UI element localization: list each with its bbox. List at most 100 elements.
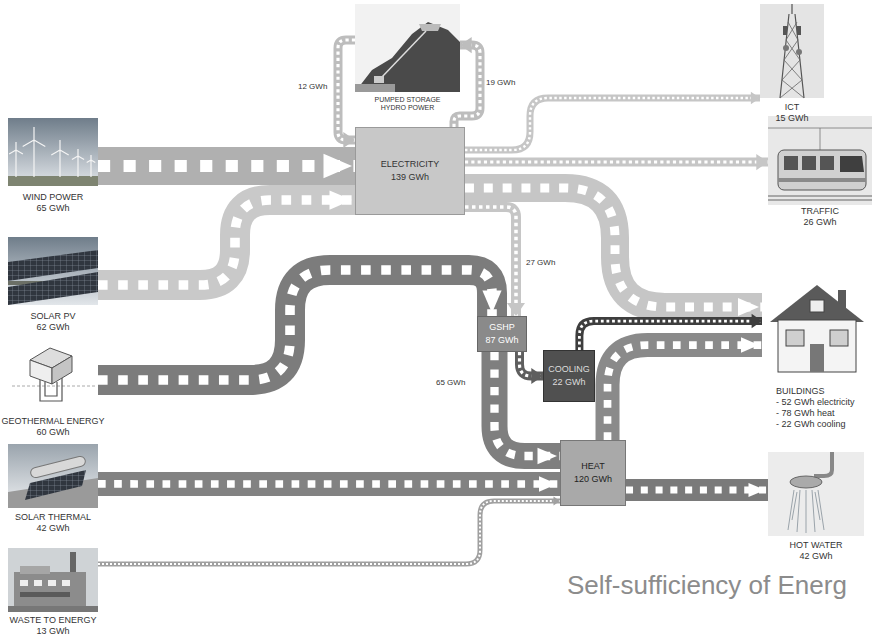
arrow-head xyxy=(749,483,766,497)
house-picture-part xyxy=(778,320,856,372)
node-title: SOLAR PV xyxy=(30,311,75,322)
house-picture-part xyxy=(830,330,848,346)
arrow-head xyxy=(460,37,472,53)
waste-plant-photo-part xyxy=(8,548,98,612)
ict-tower-photo xyxy=(760,4,824,98)
flow-band xyxy=(338,40,355,148)
ict-tower-photo-part xyxy=(780,22,804,98)
pumped-storage-picture xyxy=(355,4,460,92)
flow-band-dashes xyxy=(608,345,762,440)
arrow-head xyxy=(538,448,558,465)
ict-tower-photo-part xyxy=(797,26,801,35)
energy-hub-box: COOLING22 GWh xyxy=(543,350,595,402)
node-value: 120 GWh xyxy=(574,473,612,486)
flow-band xyxy=(98,154,355,178)
geothermal-icon xyxy=(8,338,98,405)
waste-plant-photo xyxy=(8,548,98,612)
arrow-head xyxy=(539,476,557,491)
node-value: 26 GWh xyxy=(803,217,836,228)
wind-photo-part xyxy=(9,127,95,177)
arrow-head xyxy=(752,314,762,328)
node-title: WASTE TO ENERGY xyxy=(10,615,97,626)
source-picture: WIND POWER65 GWh xyxy=(8,118,98,214)
wind-photo-part xyxy=(8,176,98,186)
node-value: 13 GWh xyxy=(36,626,69,637)
geothermal-icon-part xyxy=(12,386,95,387)
house-picture-part xyxy=(770,285,864,322)
shower-photo-part xyxy=(768,452,864,536)
tram-photo-part xyxy=(778,150,866,190)
energy-hub-box: HEAT120 GWh xyxy=(560,440,626,506)
node-value: 60 GWh xyxy=(36,427,69,438)
flow-band-dashes xyxy=(98,480,560,488)
pumped-storage-picture-part xyxy=(374,76,384,83)
flow-band xyxy=(465,92,760,150)
pumped-storage-picture-part xyxy=(355,84,395,92)
flow-band-body xyxy=(98,501,560,564)
waste-plant-photo-part xyxy=(20,580,28,586)
geothermal-icon-part xyxy=(8,338,98,405)
solar-thermal-photo xyxy=(8,444,98,508)
node-value: 15 GWh xyxy=(775,113,808,124)
node-title: WIND POWER xyxy=(23,192,84,203)
node-title: ELECTRICITY xyxy=(381,158,440,171)
ict-tower-photo-part xyxy=(760,4,824,98)
ict-tower-photo-part xyxy=(783,45,789,51)
energy-hub-box: ELECTRICITY139 GWh xyxy=(355,127,465,215)
flow-band xyxy=(98,476,560,491)
flow-band-body xyxy=(98,270,492,380)
pumped-storage-picture-part xyxy=(381,31,426,78)
node-title: SOLAR THERMAL xyxy=(15,512,91,523)
node-title: PUMPED STORAGE HYDRO POWER xyxy=(375,96,441,112)
tram-photo-part xyxy=(784,156,798,170)
storage-picture: PUMPED STORAGE HYDRO POWER xyxy=(355,4,460,112)
node-value: 65 GWh xyxy=(36,203,69,214)
flow-band xyxy=(98,270,502,380)
arrow-head xyxy=(343,132,355,148)
tram-photo-part xyxy=(768,196,872,200)
flow-band-dashes xyxy=(465,98,760,150)
pumped-storage-picture-part xyxy=(355,22,460,92)
tram-photo-part xyxy=(768,116,872,205)
energy-hub-box: GSHP87 GWh xyxy=(477,316,527,352)
house-picture-part xyxy=(810,300,824,312)
flow-band xyxy=(626,483,768,497)
waste-plant-photo-part xyxy=(14,572,86,606)
flow-band-dashes xyxy=(98,160,355,172)
flow-band-body xyxy=(98,147,355,185)
tram-photo xyxy=(768,116,872,205)
geothermal-icon-part xyxy=(40,378,62,401)
node-value: - 52 GWh electricity xyxy=(776,397,855,408)
solar-pv-photo-part xyxy=(8,272,98,305)
tram-photo-part xyxy=(778,178,866,182)
flow-band-body xyxy=(454,45,480,127)
arrow-head xyxy=(751,92,760,105)
node-value: 42 GWh xyxy=(36,523,69,534)
source-picture: SOLAR THERMAL42 GWh xyxy=(8,444,98,534)
wind-photo-part-part xyxy=(87,155,96,177)
wind-photo-part-part xyxy=(72,149,84,177)
source-picture: SOLAR PV62 GWh xyxy=(8,237,98,333)
house-picture-part xyxy=(786,330,804,346)
solar-thermal-photo-part xyxy=(8,444,98,508)
waste-plant-photo-part xyxy=(48,580,56,586)
flow-band-body xyxy=(626,479,768,501)
arrow-head xyxy=(507,303,525,316)
arrow-head xyxy=(482,291,501,314)
wind-photo-part xyxy=(8,118,98,186)
node-value: 87 GWh xyxy=(485,334,518,347)
arrow-head xyxy=(738,298,759,316)
solar-pv-photo-part xyxy=(8,237,98,305)
flow-band-dashes xyxy=(465,160,768,163)
node-title: ICT xyxy=(785,102,800,113)
pumped-storage-picture-part xyxy=(419,24,441,31)
wind-photo-part-part xyxy=(9,142,23,177)
flow-band xyxy=(465,188,762,316)
flow-band-dashes xyxy=(454,45,480,127)
wind-photo-part-part xyxy=(51,140,68,177)
node-title: BUILDINGS xyxy=(776,386,825,397)
source-picture: WASTE TO ENERGY13 GWh xyxy=(8,548,98,637)
flow-label: 12 GWh xyxy=(298,82,327,91)
node-value: 62 GWh xyxy=(36,322,69,333)
arrow-head xyxy=(324,154,353,178)
